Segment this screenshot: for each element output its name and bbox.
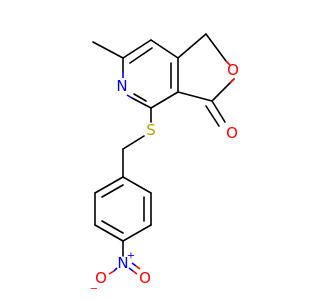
bond-b6-b1-inner [101, 184, 124, 198]
bond-o2-c3-red [229, 78, 235, 84]
bond-nitro-o-left-red [108, 270, 115, 275]
bond-c7-c7a [150, 39, 179, 59]
bond-c4-n5 [131, 97, 152, 109]
atom-pyridine-n: N [116, 77, 127, 95]
bonds [92, 33, 235, 257]
bond-c3-c3a [177, 91, 213, 102]
bond-b3-b4 [122, 224, 152, 242]
atom-nitro-n-charge: + [127, 251, 135, 262]
bond-c7a-c1 [177, 33, 207, 59]
atom-nitro-o-left-charge: − [90, 284, 98, 295]
bond-b1-b2 [122, 176, 152, 194]
bond-b6-b1 [94, 176, 124, 194]
molecule-structure-canvas: N O O S N + O − O [90, 33, 239, 295]
bond-nitro-o-right-2-blue [131, 262, 137, 267]
bond-b4-b5-inner [101, 220, 124, 234]
atom-thioether-s: S [146, 121, 156, 139]
atom-ring-o: O [227, 61, 239, 79]
bond-s-ch2 [122, 135, 145, 150]
atom-nitro-o-left: O [95, 269, 107, 287]
atom-nitro-o-right: O [139, 269, 151, 287]
atom-nitro-n: N [117, 254, 128, 272]
bond-methyl [92, 41, 124, 59]
bond-c4-n5-blue [126, 94, 133, 99]
bond-c4-n5-inner [133, 93, 147, 102]
bond-c1-o2-red [225, 60, 231, 66]
bond-c3a-c4 [150, 91, 179, 109]
atom-labels: N O O S N + O − O [90, 61, 239, 295]
bond-c3-carbonyl [211, 100, 226, 123]
atom-carbonyl-o: O [226, 124, 238, 142]
bond-nitro-o-left [113, 267, 118, 272]
bond-c6-c7-inner [129, 47, 153, 64]
bond-nitro-o-right-blue [128, 267, 134, 272]
bond-nitro-o-right-red [132, 270, 138, 275]
bond-b4-b5 [94, 224, 124, 242]
bond-c6-c7 [122, 39, 152, 59]
bond-nitro-o-right-2-red [135, 265, 141, 270]
bond-c1-o2 [205, 33, 227, 62]
bond-c3-carbonyl-2 [205, 105, 220, 127]
colored-bond-segments [108, 60, 235, 275]
